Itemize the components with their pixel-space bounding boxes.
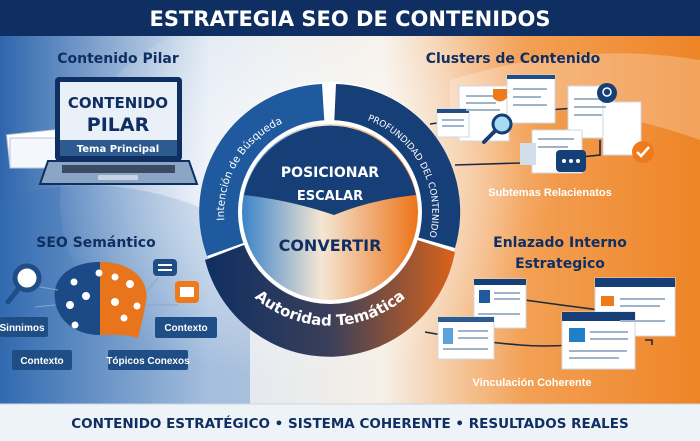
center-scale: ESCALAR — [297, 189, 363, 204]
clusters-heading: Clusters de Contenido — [426, 51, 601, 67]
envelope-icon — [175, 281, 199, 303]
chat-lines-icon — [153, 259, 177, 276]
label-box-synonyms — [0, 317, 48, 337]
shield-icon — [493, 89, 507, 102]
brain-icon — [34, 262, 178, 338]
checkmark-icon — [632, 141, 654, 163]
chat-bubble-icon — [556, 150, 586, 172]
linking-heading-line1: Enlazado Interno — [493, 235, 627, 251]
laptop-screen-line1: CONTENIDO — [68, 94, 168, 112]
label-context-right: Contexto — [164, 323, 207, 334]
magnifier-icon — [5, 263, 42, 305]
browser-window-icons — [437, 277, 676, 370]
center-position: POSICIONAR — [281, 165, 379, 181]
laptop-screen-band: Tema Principal — [77, 144, 159, 155]
linking-heading-line2: Estrategico — [515, 256, 605, 272]
linking-section: Enlazado Interno Estrategico Vinculación… — [424, 235, 676, 389]
label-synonyms: Sinnimos — [0, 323, 45, 334]
label-box-context-right — [155, 317, 217, 338]
semantic-section: SEO Semántico Sinnimos — [0, 235, 217, 370]
header-bar — [0, 0, 700, 36]
linking-caption: Vinculación Coherente — [473, 377, 592, 389]
laptop-screen-line2: PILAR — [87, 114, 150, 136]
label-related-topics: Tópicos Conexos — [106, 356, 190, 367]
magnifier-icon — [482, 113, 513, 144]
pillar-heading: Contenido Pilar — [57, 51, 179, 67]
award-badge-icon — [597, 83, 617, 103]
wheel-core-top — [244, 125, 416, 215]
label-context-left: Contexto — [20, 356, 63, 367]
semantic-heading: SEO Semántico — [36, 235, 156, 251]
page-title: ESTRATEGIA SEO DE CONTENIDOS — [150, 7, 551, 31]
label-box-related-topics — [108, 350, 188, 370]
footer-tagline: CONTENIDO ESTRATÉGICO • SISTEMA COHERENT… — [71, 415, 628, 432]
clusters-section: Clusters de Contenido — [426, 51, 654, 199]
footer-band — [0, 404, 700, 441]
center-convert: CONVERTIR — [279, 236, 382, 255]
label-box-context-left — [12, 350, 72, 370]
clusters-caption: Subtemas Relacienatos — [488, 187, 612, 199]
laptop-icon — [38, 77, 199, 185]
strategy-wheel: Intención de Búsqueda PROFUNDIDAD DEL CO… — [199, 82, 461, 357]
pillar-section: Contenido Pilar CONTENIDO PILAR Tema Pri… — [6, 51, 199, 185]
